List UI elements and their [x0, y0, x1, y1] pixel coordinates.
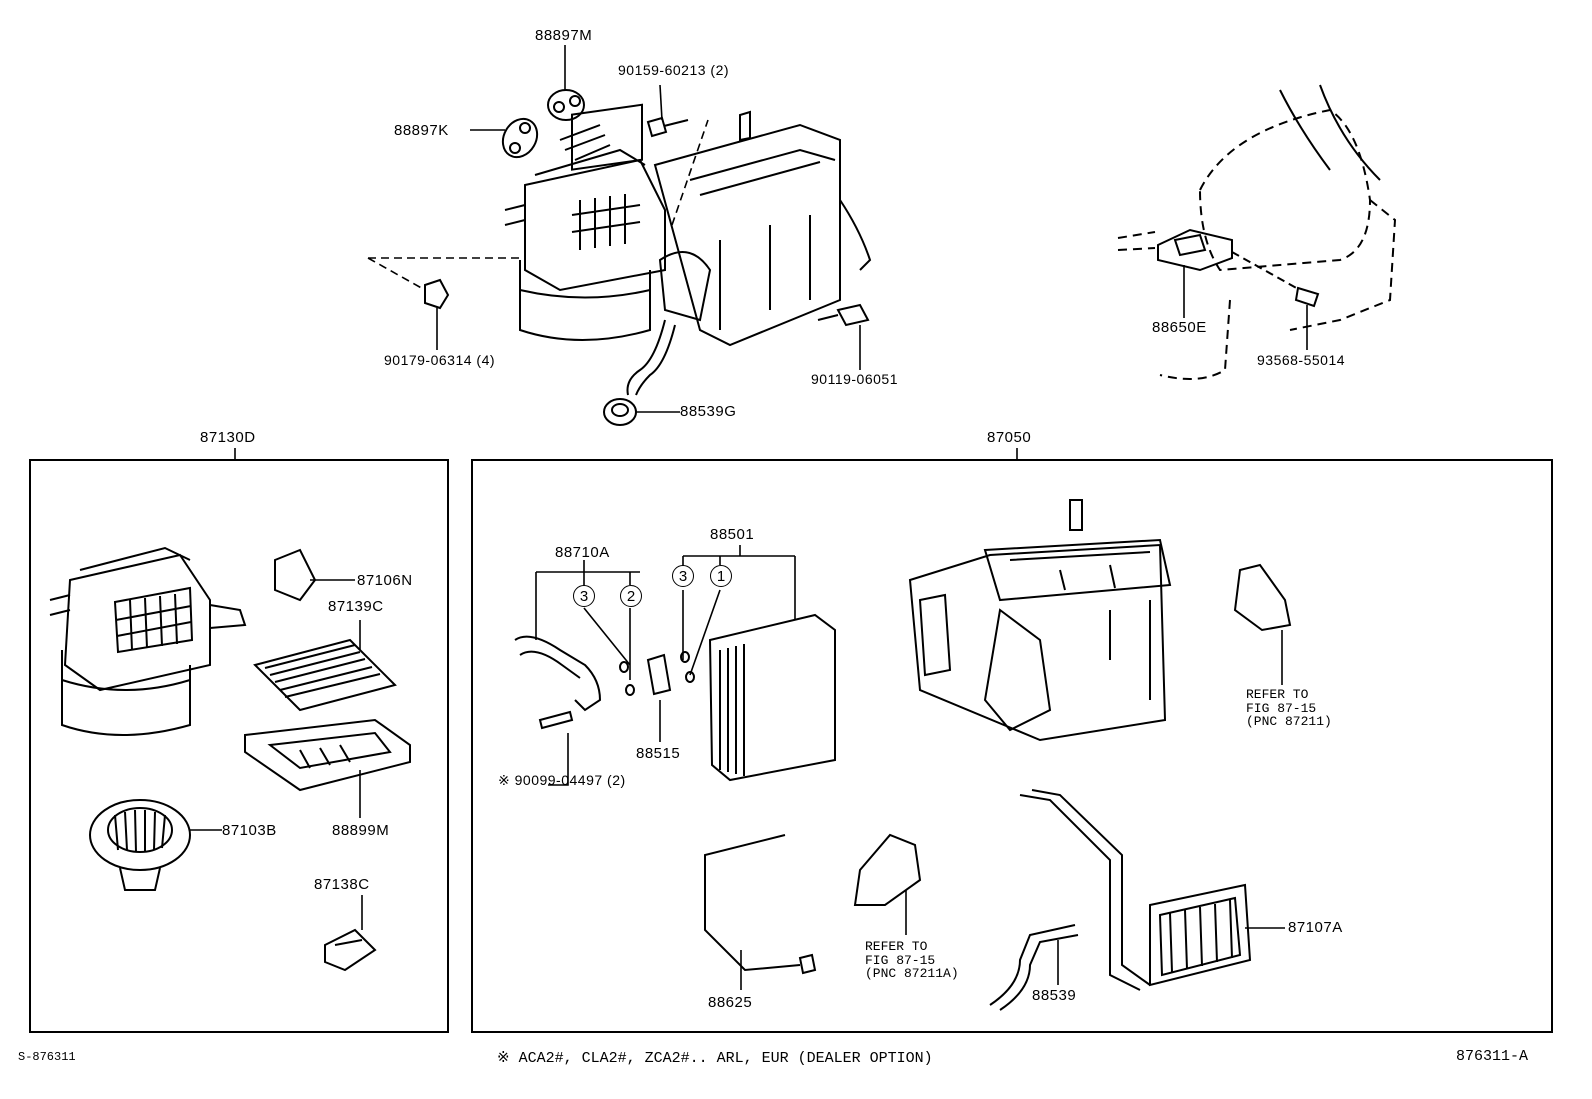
callout-88899M: 88899M — [332, 822, 390, 839]
group-87130D-title: 87130D — [200, 429, 256, 446]
refer-note-line: FIG 87-15 — [865, 952, 936, 968]
callout-88650E: 88650E — [1152, 319, 1207, 336]
right-box-leaders — [535, 545, 1285, 990]
callout-90099-04497: ※ 90099-04497 (2) — [498, 772, 626, 788]
hvac-assembly-drawing — [504, 103, 872, 396]
callout-87103B: 87103B — [222, 822, 277, 839]
callout-88897M: 88897M — [535, 27, 593, 44]
index-circle-3-pipe: 3 — [573, 585, 595, 607]
callout-88515: 88515 — [636, 745, 681, 762]
left-box-leaders — [190, 579, 363, 930]
callout-88539G: 88539G — [680, 403, 737, 420]
index-circle-2-pipe: 2 — [620, 585, 642, 607]
index-circle-1-evap: 1 — [710, 565, 732, 587]
callout-87107A: 87107A — [1288, 919, 1343, 936]
right-box-parts — [514, 499, 1292, 1011]
refer-note-line: (PNC 87211A) — [865, 966, 959, 982]
footer-applicability-note: ※ ACA2#, CLA2#, ZCA2#.. ARL, EUR (DEALER… — [497, 1050, 933, 1067]
refer-note-87211A: REFER TO FIG 87-15 (PNC 87211A) — [865, 940, 959, 981]
footer-sheet-id: S-876311 — [18, 1050, 76, 1064]
callout-87138C: 87138C — [314, 876, 370, 893]
footer-figure-id: 876311-A — [1456, 1048, 1529, 1065]
refer-note-line: REFER TO — [1246, 687, 1309, 702]
callout-90119-06051: 90119-06051 — [811, 371, 898, 387]
refer-note-87211: REFER TO FIG 87-15 (PNC 87211) — [1246, 688, 1332, 729]
callout-87139C: 87139C — [328, 598, 384, 615]
callout-88501: 88501 — [710, 526, 755, 543]
callout-90159-60213: 90159-60213 (2) — [618, 62, 730, 78]
group-87050-title: 87050 — [987, 429, 1032, 446]
callout-88539: 88539 — [1032, 987, 1077, 1004]
callout-90179-06314: 90179-06314 (4) — [384, 352, 496, 368]
callout-88710A: 88710A — [555, 544, 610, 561]
ecu-and-body-outline — [1117, 84, 1397, 380]
callout-93568-55014: 93568-55014 — [1257, 352, 1346, 368]
refer-note-line: (PNC 87211) — [1246, 714, 1332, 730]
left-box-frame — [29, 448, 449, 1033]
refer-note-line: FIG 87-15 — [1246, 700, 1317, 716]
blower-unit-drawing — [49, 546, 247, 736]
index-circle-3-evap: 3 — [672, 565, 694, 587]
callout-87106N: 87106N — [357, 572, 413, 589]
top-leader-lines — [367, 45, 861, 413]
callout-88897K: 88897K — [394, 122, 449, 139]
callout-88625: 88625 — [708, 994, 753, 1011]
refer-note-line: REFER TO — [865, 939, 928, 954]
left-box-parts — [89, 548, 411, 972]
right-box-frame — [471, 448, 1553, 1033]
